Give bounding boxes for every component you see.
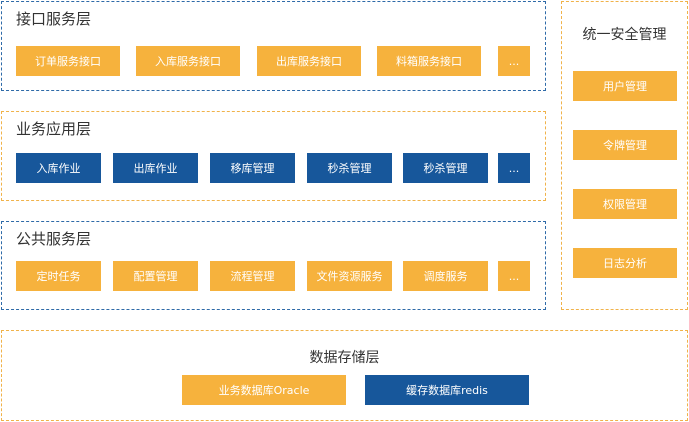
permission-management-box: 权限管理 <box>573 189 677 219</box>
common-service-layer: 公共服务层 定时任务 配置管理 流程管理 文件资源服务 调度服务 ... <box>1 221 546 310</box>
common-more-box: ... <box>498 261 530 291</box>
storage-layer-title: 数据存储层 <box>309 350 380 366</box>
transfer-management-box: 移库管理 <box>210 153 295 183</box>
interface-layer-title: 接口服务层 <box>16 10 92 28</box>
bin-service-interface-box: 料箱服务接口 <box>377 46 481 76</box>
user-management-box: 用户管理 <box>573 71 677 101</box>
business-database-oracle-box: 业务数据库Oracle <box>182 375 346 405</box>
inbound-operation-box: 入库作业 <box>16 153 101 183</box>
application-more-box: ... <box>498 153 530 183</box>
inbound-service-interface-box: 入库服务接口 <box>136 46 240 76</box>
outbound-operation-box: 出库作业 <box>113 153 198 183</box>
process-management-box: 流程管理 <box>210 261 295 291</box>
configuration-management-box: 配置管理 <box>113 261 198 291</box>
data-storage-layer: 数据存储层 业务数据库Oracle 缓存数据库redis <box>1 330 688 421</box>
token-management-box: 令牌管理 <box>573 130 677 160</box>
file-resource-service-box: 文件资源服务 <box>307 261 392 291</box>
outbound-service-interface-box: 出库服务接口 <box>257 46 361 76</box>
cache-database-redis-box: 缓存数据库redis <box>365 375 529 405</box>
unified-security-management-panel: 统一安全管理 用户管理 令牌管理 权限管理 日志分析 <box>561 1 688 310</box>
flash-sale-management-box-1: 秒杀管理 <box>307 153 392 183</box>
security-panel-title: 统一安全管理 <box>582 27 667 43</box>
scheduled-task-box: 定时任务 <box>16 261 101 291</box>
interface-more-box: ... <box>498 46 530 76</box>
common-layer-title: 公共服务层 <box>16 230 92 248</box>
dispatch-service-box: 调度服务 <box>403 261 488 291</box>
application-layer-title: 业务应用层 <box>16 120 92 138</box>
order-service-interface-box: 订单服务接口 <box>16 46 120 76</box>
flash-sale-management-box-2: 秒杀管理 <box>403 153 488 183</box>
log-analysis-box: 日志分析 <box>573 248 677 278</box>
business-application-layer: 业务应用层 入库作业 出库作业 移库管理 秒杀管理 秒杀管理 ... <box>1 111 546 201</box>
interface-service-layer: 接口服务层 订单服务接口 入库服务接口 出库服务接口 料箱服务接口 ... <box>1 1 546 91</box>
